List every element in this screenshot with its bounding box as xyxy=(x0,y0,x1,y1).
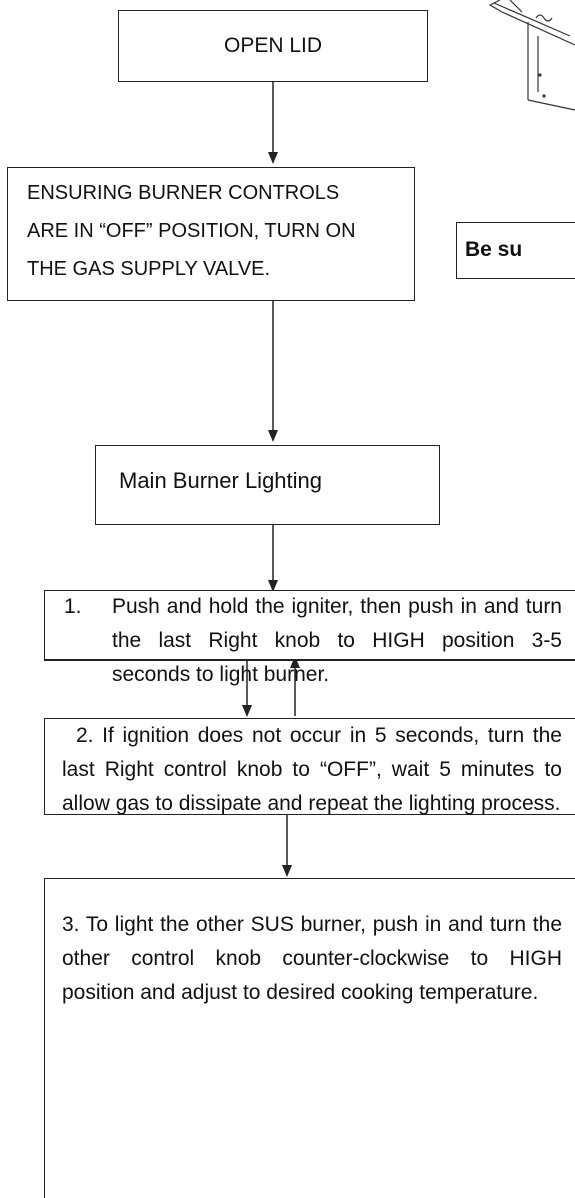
grill-illustration xyxy=(488,0,575,111)
step-1-frame xyxy=(44,590,575,660)
step-1-text: Push and hold the igniter, then push in … xyxy=(112,595,562,686)
arrowhead-to-step1 xyxy=(268,580,278,592)
open-lid-label: OPEN LID xyxy=(223,34,323,57)
open-lid-box xyxy=(118,10,428,82)
arrowhead-back-to-step1 xyxy=(290,656,300,668)
gas-supply-line-3: THE GAS SUPPLY VALVE. xyxy=(27,258,271,280)
step-3-text: 3. To light the other SUS burner, push i… xyxy=(62,913,562,1004)
side-note-text: Be su xyxy=(465,238,523,261)
arrowhead-to-gas-supply xyxy=(268,152,278,164)
arrowhead-to-step2 xyxy=(242,705,252,717)
arrowhead-to-main-burner xyxy=(268,430,278,442)
gas-supply-line-1: ENSURING BURNER CONTROLS xyxy=(27,182,340,204)
step-3-box xyxy=(44,878,575,1198)
arrowhead-to-step3 xyxy=(282,865,292,877)
side-note-box xyxy=(456,222,575,279)
step-2-box xyxy=(44,718,575,815)
main-burner-box xyxy=(95,445,440,525)
gas-supply-box xyxy=(7,167,415,301)
main-burner-label: Main Burner Lighting xyxy=(119,468,323,493)
step-1-number: 1. xyxy=(64,595,82,618)
gas-supply-line-2: ARE IN “OFF” POSITION, TURN ON xyxy=(27,220,356,242)
step-2-text: 2. If ignition does not occur in 5 secon… xyxy=(62,724,562,815)
